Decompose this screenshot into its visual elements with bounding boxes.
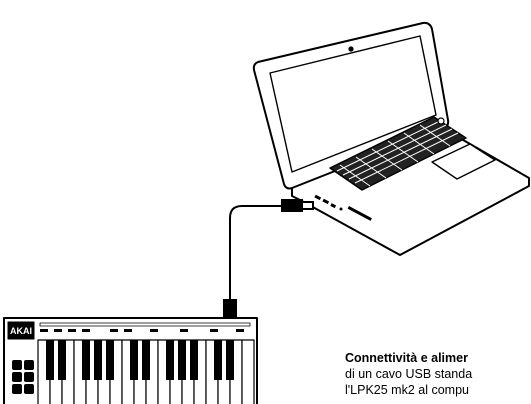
caption-heading: Connettività e alimer	[345, 351, 468, 365]
akai-logo	[7, 321, 35, 340]
laptop-trackpad	[431, 143, 496, 180]
black-keys	[46, 340, 234, 380]
connection-caption: Connettività e alimer di un cavo USB sta…	[345, 350, 531, 398]
keyboard-brand: AKAI	[10, 326, 32, 336]
caption-line: di un cavo USB standa	[345, 367, 473, 381]
power-button-icon	[437, 117, 445, 125]
cable-wire	[229, 205, 282, 302]
webcam-icon	[348, 46, 354, 52]
laptop-screen	[269, 35, 437, 173]
laptop	[252, 21, 530, 256]
caption-line: l'LPK25 mk2 al compu	[345, 383, 469, 397]
usb-plug-laptop	[281, 199, 303, 212]
usb-cable	[223, 199, 314, 332]
control-buttons	[39, 322, 251, 332]
midi-keyboard: AKAI	[3, 317, 258, 404]
drum-pads	[12, 360, 34, 394]
laptop-ports	[314, 194, 372, 221]
